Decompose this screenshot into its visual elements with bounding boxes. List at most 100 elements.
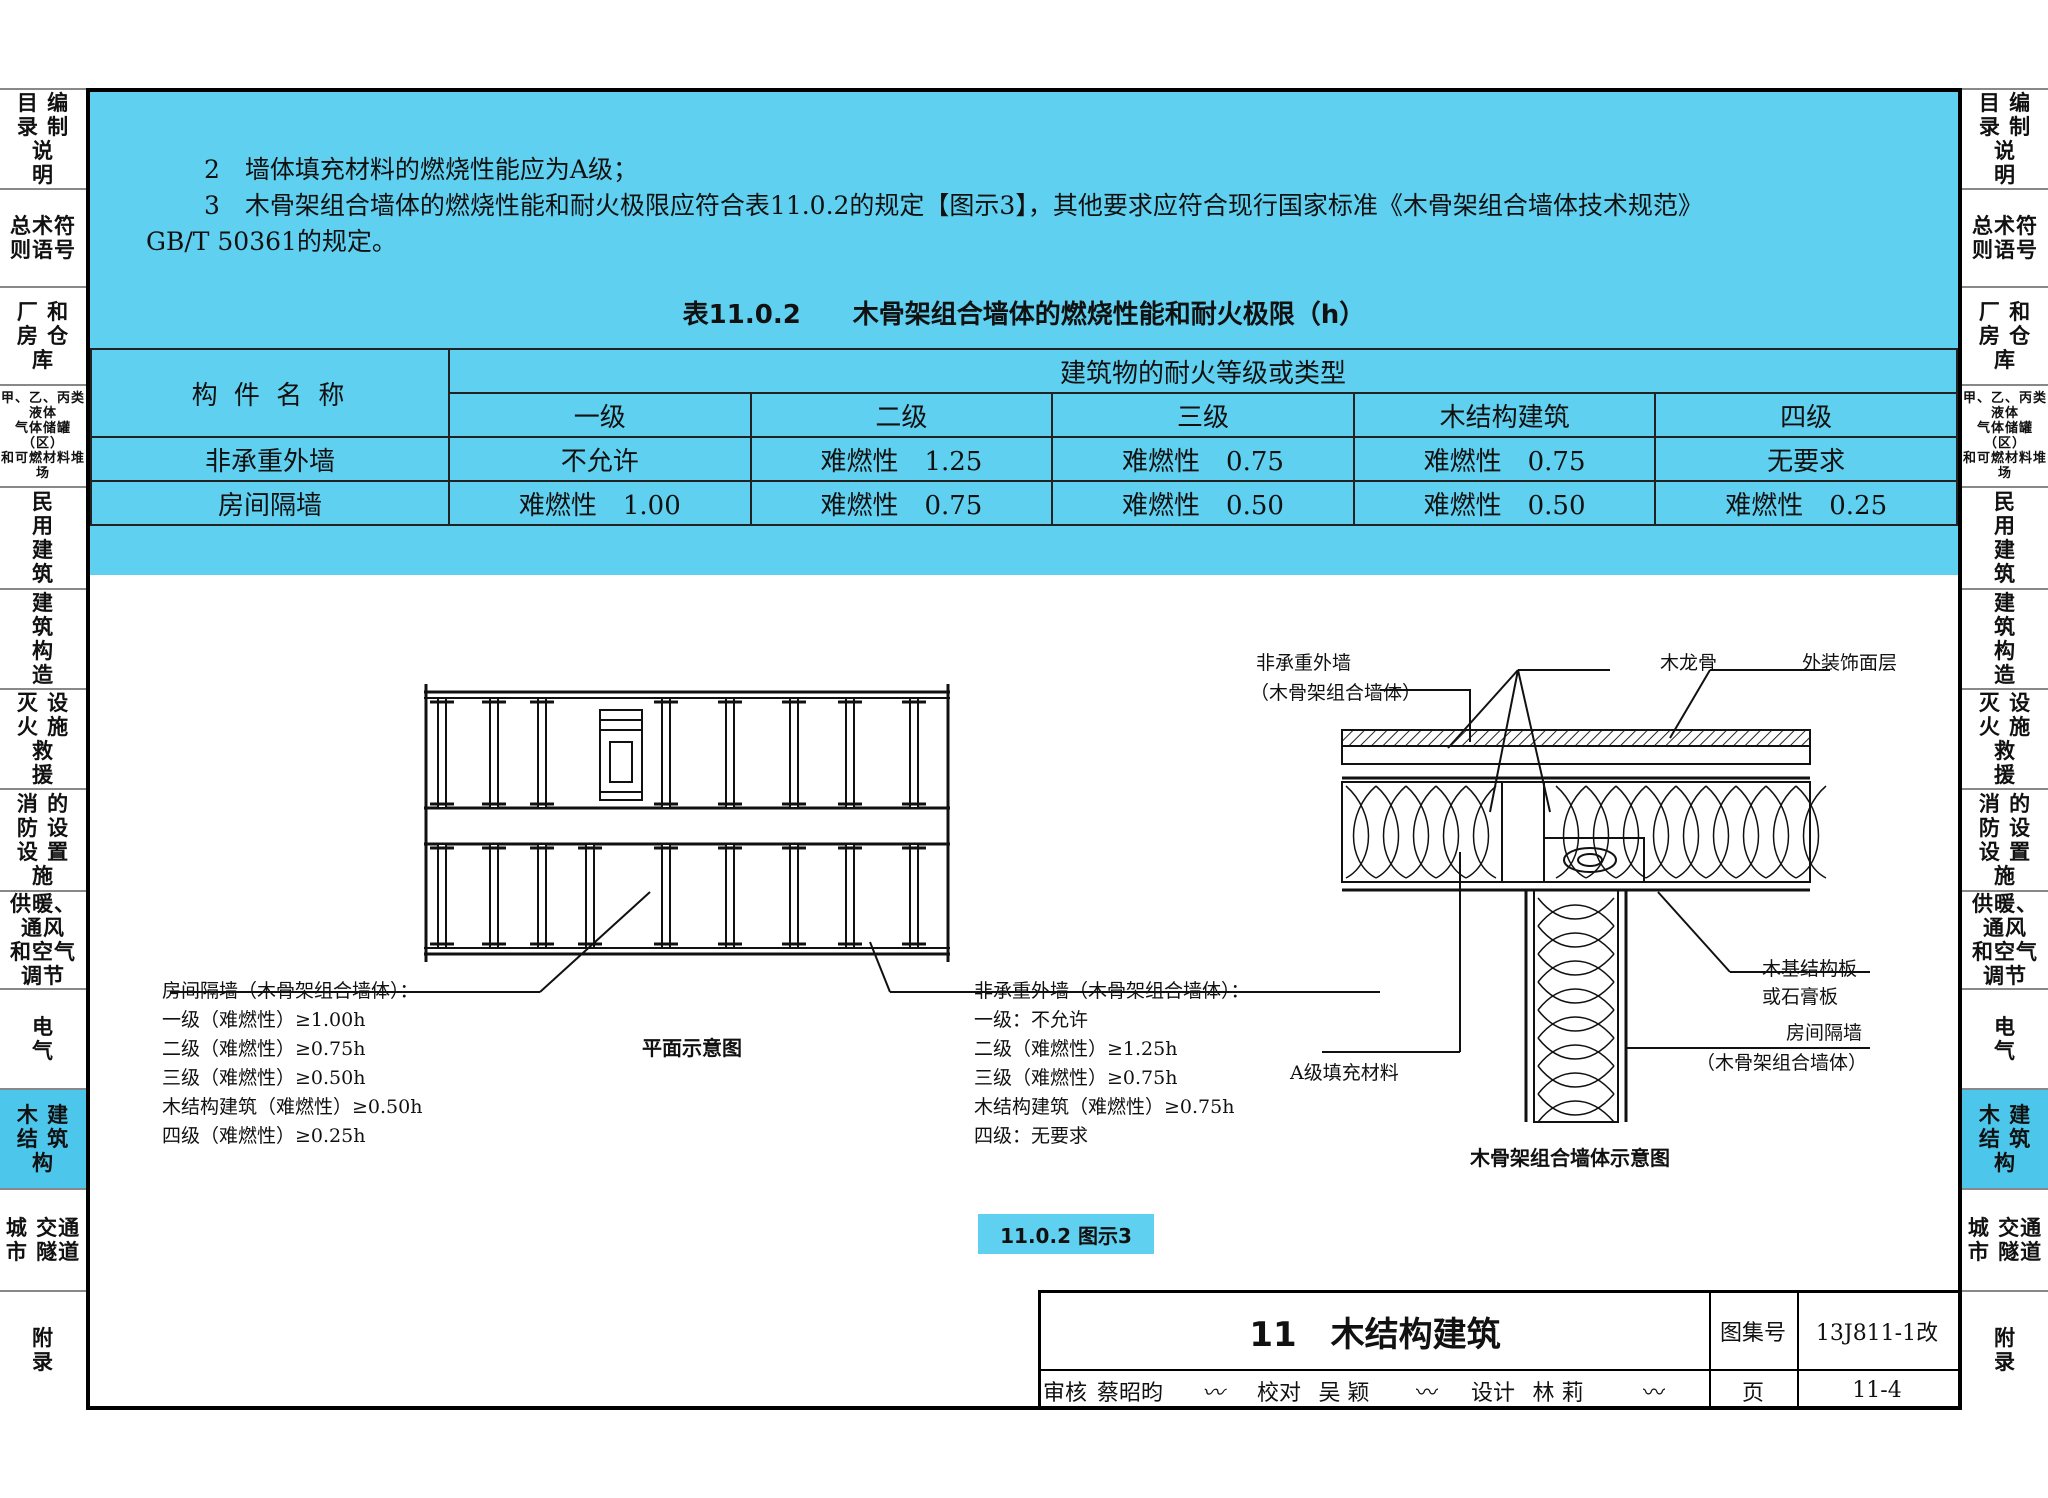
- nav-tab-label: 附 录: [32, 1325, 54, 1374]
- nav-tab[interactable]: 甲、乙、丙类液体 气体储罐（区） 和可燃材料堆场: [1962, 384, 2048, 486]
- ext-wall-note-line: 一级：不允许: [974, 1009, 1089, 1031]
- reviewer-signature: 〰: [1201, 1380, 1224, 1406]
- ext-wall-note-line: 三级（难燃性）≥0.75h: [974, 1067, 1178, 1089]
- partition-wall: [537, 697, 547, 809]
- nav-tab[interactable]: 附 录: [1962, 1290, 2048, 1408]
- nav-tab-label: 建 筑 构 造: [32, 590, 54, 687]
- ext-wall-note-title: 非承重外墙（木骨架组合墙体）：: [974, 980, 1250, 1002]
- nav-tab[interactable]: 电 气: [0, 988, 86, 1088]
- label-ext-wall-sub: （木骨架组合墙体）: [1250, 682, 1422, 704]
- partition-note-line: 一级（难燃性）≥1.00h: [162, 1009, 366, 1031]
- ext-wall-note: 非承重外墙（木骨架组合墙体）： 一级：不允许 二级（难燃性）≥1.25h 三级（…: [974, 977, 1250, 1151]
- partition-note-line: 木结构建筑（难燃性）≥0.50h: [162, 1096, 423, 1118]
- nav-tab[interactable]: 灭 设 火 施 救 援: [1962, 688, 2048, 788]
- row-name: 房间隔墙: [90, 480, 450, 526]
- table-cell: 难燃性 0.25: [1654, 480, 1958, 526]
- nav-tab[interactable]: 厂 和 房 仓 库: [0, 286, 86, 384]
- nav-tab[interactable]: 消 的 防 设 设 置 施: [0, 788, 86, 890]
- ext-wall-note-line: 四级：无要求: [974, 1125, 1089, 1147]
- nav-tab[interactable]: 甲、乙、丙类液体 气体储罐（区） 和可燃材料堆场: [0, 384, 86, 486]
- nav-tab-label: 甲、乙、丙类液体 气体储罐（区） 和可燃材料堆场: [0, 391, 85, 481]
- plan-partitions: [430, 697, 926, 949]
- fire-resistance-table: 构 件 名 称 建筑物的耐火等级或类型 一级 二级 三级 木结构建筑 四级 非承…: [90, 348, 1958, 526]
- checker-signature: 〰: [1415, 1380, 1438, 1406]
- nav-tab[interactable]: 灭 设 火 施 救 援: [0, 688, 86, 788]
- table-cell: 无要求: [1654, 436, 1958, 482]
- partition-wall: [661, 843, 671, 949]
- col-header: 四级: [1654, 392, 1958, 438]
- partition-wall: [661, 697, 671, 809]
- table-cell: 难燃性 0.75: [1051, 436, 1355, 482]
- insulation-loop: [1345, 785, 1377, 879]
- insulation-loop: [1645, 785, 1677, 879]
- nav-tab[interactable]: 目 编 录 制 说 明: [0, 88, 86, 188]
- reviewer-name: 蔡昭昀: [1096, 1380, 1163, 1406]
- ext-wall-note-line: 二级（难燃性）≥1.25h: [974, 1038, 1178, 1060]
- insulation-loop: [1735, 785, 1767, 879]
- col-group-header: 建筑物的耐火等级或类型: [448, 348, 1958, 394]
- nav-tab-label: 目 编 录 制 说 明: [16, 90, 70, 187]
- insulation-loop: [1585, 785, 1617, 879]
- ext-wall-note-line: 木结构建筑（难燃性）≥0.75h: [974, 1096, 1235, 1118]
- nav-tab[interactable]: 木 建 结 筑 构: [1962, 1088, 2048, 1188]
- partition-wall: [489, 843, 499, 949]
- col-header: 木结构建筑: [1352, 392, 1657, 438]
- nav-tab[interactable]: 木 建 结 筑 构: [0, 1088, 86, 1188]
- nav-tab[interactable]: 附 录: [0, 1290, 86, 1408]
- table-cell: 难燃性 0.50: [1051, 480, 1355, 526]
- insulation-loop: [1537, 953, 1615, 983]
- designer-name: 林 莉: [1532, 1380, 1584, 1406]
- nav-tab-label: 厂 和 房 仓 库: [1978, 299, 2032, 372]
- table-cell: 难燃性 1.00: [448, 480, 752, 526]
- nav-tab[interactable]: 目 编 录 制 说 明: [1962, 88, 2048, 188]
- partition-wall: [789, 697, 799, 809]
- partition-note-title: 房间隔墙（木骨架组合墙体）：: [162, 980, 419, 1002]
- nav-tab[interactable]: 厂 和 房 仓 库: [1962, 286, 2048, 384]
- insulation-loop: [1537, 981, 1615, 1011]
- nav-tab-label: 木 建 结 筑 构: [16, 1102, 70, 1175]
- nav-tab[interactable]: 电 气: [1962, 988, 2048, 1088]
- nav-tab-label: 消 的 防 设 设 置 施: [1978, 791, 2032, 888]
- nav-tab-label: 目 编 录 制 说 明: [1978, 90, 2032, 187]
- page-label: 页: [1741, 1380, 1764, 1406]
- nav-tab-label: 灭 设 火 施 救 援: [16, 690, 70, 787]
- nav-tab[interactable]: 供暖、通风 和空气调节: [1962, 890, 2048, 988]
- clause-2: 2 墙体填充材料的燃烧性能应为A级；: [204, 155, 638, 184]
- atlas-label: 图集号: [1719, 1321, 1786, 1346]
- figure-badge: 11.0.2 图示3: [978, 1214, 1154, 1254]
- label-sheathing-sub: 或石膏板: [1762, 986, 1839, 1008]
- nav-tab[interactable]: 消 的 防 设 设 置 施: [1962, 788, 2048, 890]
- partition-wall: [725, 697, 735, 809]
- floor-plan: [424, 684, 950, 962]
- nav-tab[interactable]: 总术符 则语号: [0, 188, 86, 286]
- designer-signature: 〰: [1642, 1380, 1665, 1406]
- label-ext-wall: 非承重外墙: [1256, 652, 1352, 674]
- partition-wall: [789, 843, 799, 949]
- nav-tab[interactable]: 城 交通 市 隧道: [1962, 1188, 2048, 1290]
- insulation-loop: [1675, 785, 1707, 879]
- partition-wall: [585, 843, 595, 949]
- design-label: 设计: [1470, 1380, 1515, 1406]
- col-header: 二级: [749, 392, 1054, 438]
- insulation-loop: [1537, 1037, 1615, 1067]
- nav-tab[interactable]: 建 筑 构 造: [0, 588, 86, 688]
- clause-3-cont: GB/T 50361的规定。: [146, 227, 397, 256]
- nav-tab-label: 灭 设 火 施 救 援: [1978, 690, 2032, 787]
- insulation-fill: [1345, 785, 1827, 1123]
- review-label: 审核: [1042, 1380, 1087, 1406]
- nav-tab[interactable]: 供暖、通风 和空气调节: [0, 890, 86, 988]
- nav-tab[interactable]: 民 用 建 筑: [1962, 486, 2048, 588]
- nav-tab-label: 建 筑 构 造: [1994, 590, 2016, 687]
- nav-tab-label: 附 录: [1994, 1325, 2016, 1374]
- nav-tab-label: 总术符 则语号: [1972, 213, 2038, 262]
- insulation-loop: [1375, 785, 1407, 879]
- nav-tab[interactable]: 总术符 则语号: [1962, 188, 2048, 286]
- nav-tab-label: 厂 和 房 仓 库: [16, 299, 70, 372]
- nav-tab[interactable]: 城 交通 市 隧道: [0, 1188, 86, 1290]
- title-block: 11 木结构建筑 图集号 13J811-1改 审核 蔡昭昀 〰 校对 吴 颖 〰…: [1038, 1290, 1958, 1410]
- nav-tab[interactable]: 建 筑 构 造: [1962, 588, 2048, 688]
- insulation-loop: [1537, 1093, 1615, 1123]
- nav-tab[interactable]: 民 用 建 筑: [0, 486, 86, 588]
- table-cell: 不允许: [448, 436, 752, 482]
- partition-note-line: 三级（难燃性）≥0.50h: [162, 1067, 366, 1089]
